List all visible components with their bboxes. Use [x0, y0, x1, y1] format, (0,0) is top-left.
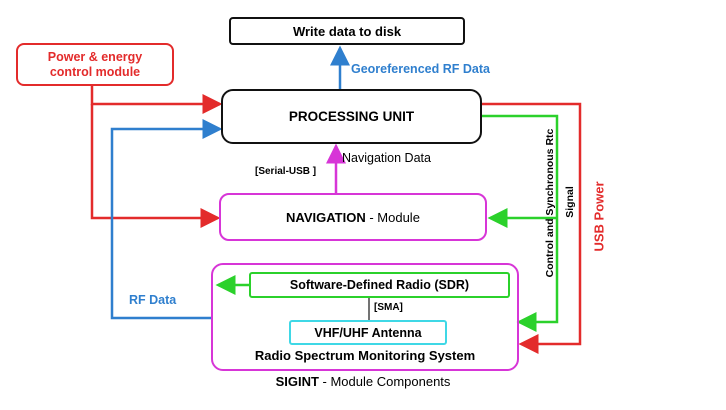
navigation-title: NAVIGATION: [286, 209, 366, 225]
power-module-label: Power & energy control module: [47, 49, 143, 79]
control-sync-label: Control and Synchronous Rtc: [544, 128, 556, 278]
rf-data-line: [110, 119, 223, 320]
antenna-box: VHF/UHF Antenna: [289, 320, 447, 345]
navigation-suffix: - Module: [365, 209, 420, 225]
sdr-label: Software-Defined Radio (SDR): [289, 278, 470, 292]
sdr-box: Software-Defined Radio (SDR): [249, 272, 510, 298]
power-to-navigation: [90, 104, 221, 228]
rf-data-label: RF Data: [129, 293, 177, 307]
antenna-label: VHF/UHF Antenna: [314, 325, 422, 340]
sma-label: [SMA]: [374, 302, 403, 313]
nav-data-label: Navigation Data: [342, 151, 431, 165]
usb-power-line: [481, 102, 582, 354]
serial-usb-label: [Serial-USB ]: [255, 166, 317, 177]
signal-label: Signal: [564, 186, 576, 218]
power-to-processing: [90, 84, 223, 114]
navigation-module-box: NAVIGATION - Module: [219, 193, 487, 241]
processing-unit-box: PROCESSING UNIT: [221, 89, 482, 144]
sigint-container: Radio Spectrum Monitoring System: [211, 263, 519, 371]
power-module-box: Power & energy control module: [16, 43, 174, 86]
usb-power-label: USB Power: [591, 181, 607, 252]
georef-label: Georeferenced RF Data: [351, 62, 490, 76]
sigint-title: SIGINT: [275, 374, 319, 389]
sigint-caption: SIGINT - Module Components: [0, 374, 726, 389]
processing-unit-label: PROCESSING UNIT: [288, 109, 415, 124]
sigint-subtitle: - Module Components: [318, 374, 451, 389]
write-disk-box: Write data to disk: [229, 17, 465, 45]
write-disk-label: Write data to disk: [292, 23, 402, 39]
rsms-label: Radio Spectrum Monitoring System: [254, 348, 476, 363]
